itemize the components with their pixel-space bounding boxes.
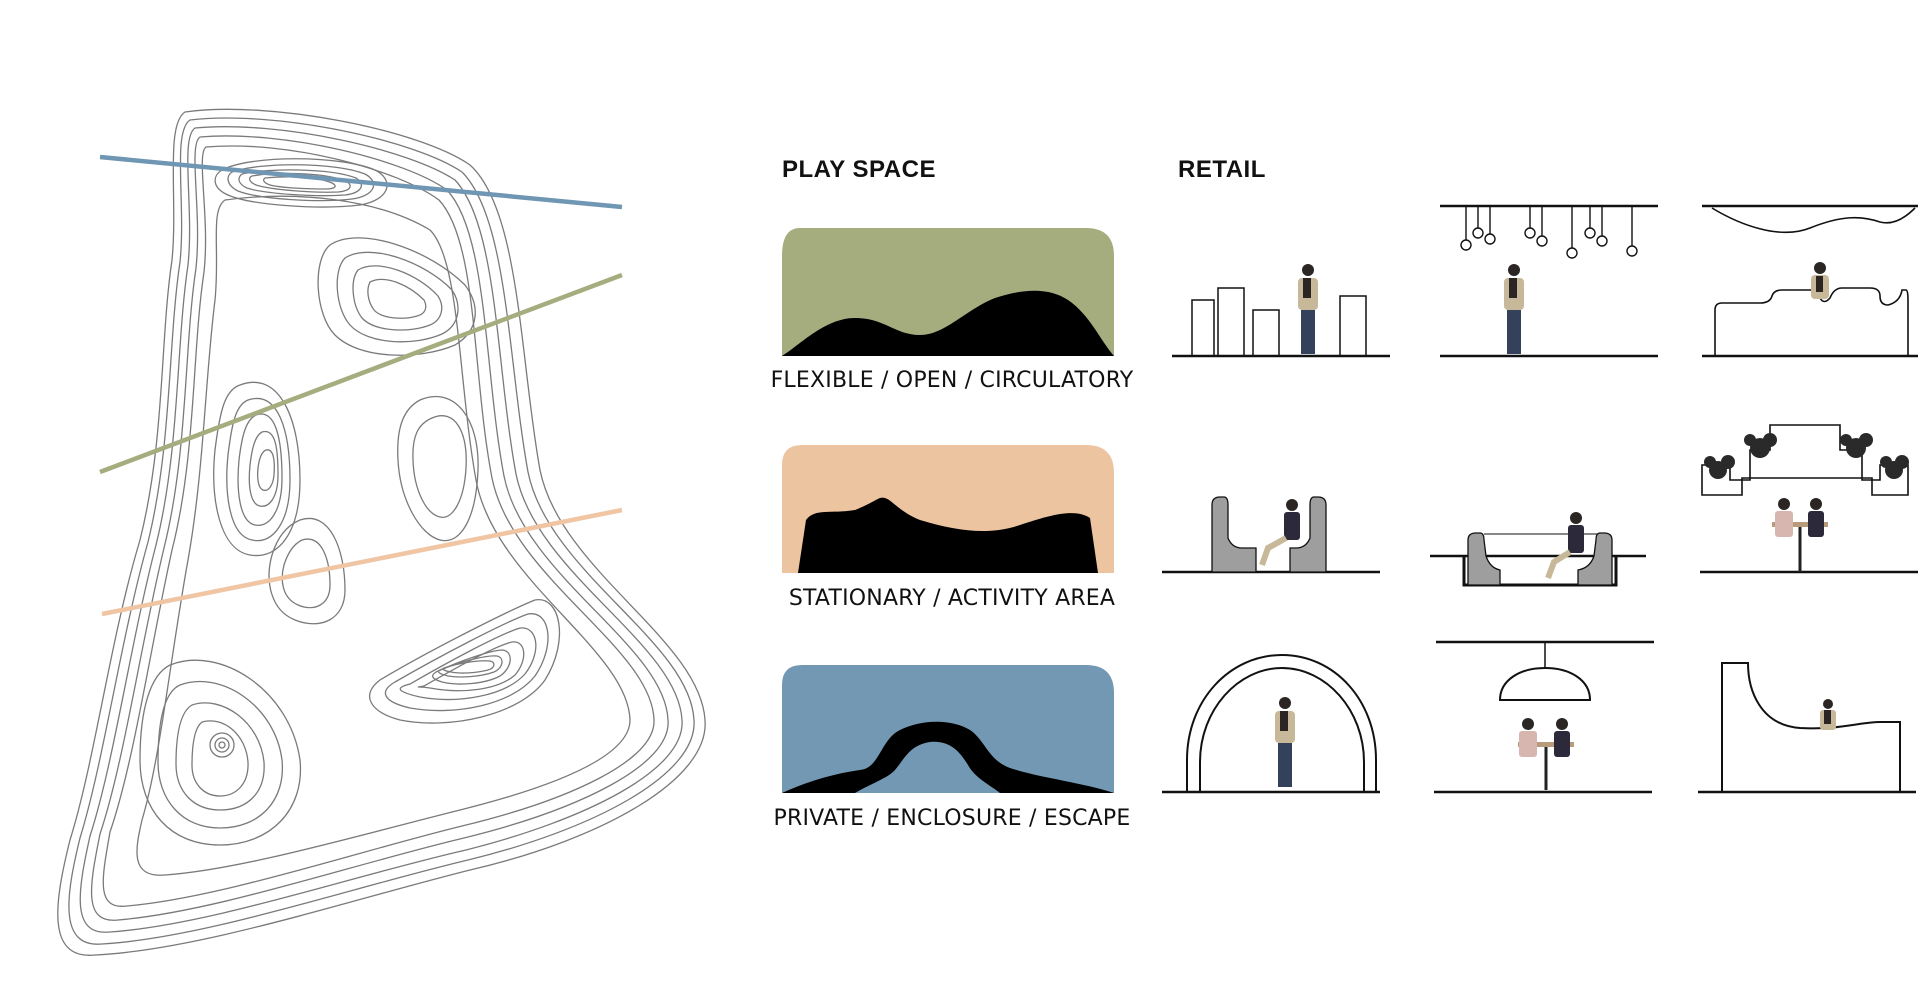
retail-arch: [1162, 653, 1380, 794]
section-line-top: [99, 154, 623, 210]
retail-shelves: [1172, 287, 1390, 358]
plant-icons: [1704, 433, 1909, 479]
person-standing-1: [1298, 264, 1318, 354]
retail-planter-terrace: [1700, 424, 1918, 574]
swatch-private: [782, 665, 1114, 793]
person-sitting-1: [1259, 499, 1300, 566]
people-at-table-1: [1772, 498, 1828, 572]
caption-stationary: STATIONARY / ACTIVITY AREA: [788, 586, 1116, 611]
retail-sunken-booth: [1430, 532, 1646, 587]
retail-wave-ceiling: [1702, 204, 1918, 358]
swatch-flexible: [782, 228, 1114, 356]
swatch-stationary: [782, 445, 1114, 573]
section-line-middle: [99, 272, 623, 475]
person-sitting-2: [1545, 512, 1584, 580]
caption-private: PRIVATE / ENCLOSURE / ESCAPE: [773, 806, 1131, 831]
retail-halfpipe: [1698, 662, 1916, 794]
retail-booth: [1162, 496, 1380, 574]
retail-pendant-lights: [1440, 204, 1658, 358]
caption-flexible: FLEXIBLE / OPEN / CIRCULATORY: [770, 368, 1134, 393]
section-line-bottom: [101, 507, 623, 617]
people-at-table-2: [1518, 718, 1574, 790]
person-standing-3: [1811, 262, 1829, 299]
retail-heading: RETAIL: [1178, 156, 1266, 183]
person-standing-5: [1820, 699, 1836, 730]
person-standing-2: [1504, 264, 1524, 354]
contour-lines: [57, 108, 706, 956]
retail-pendant-dome: [1434, 640, 1654, 794]
play-space-heading: PLAY SPACE: [782, 156, 936, 183]
person-standing-4: [1275, 697, 1295, 787]
